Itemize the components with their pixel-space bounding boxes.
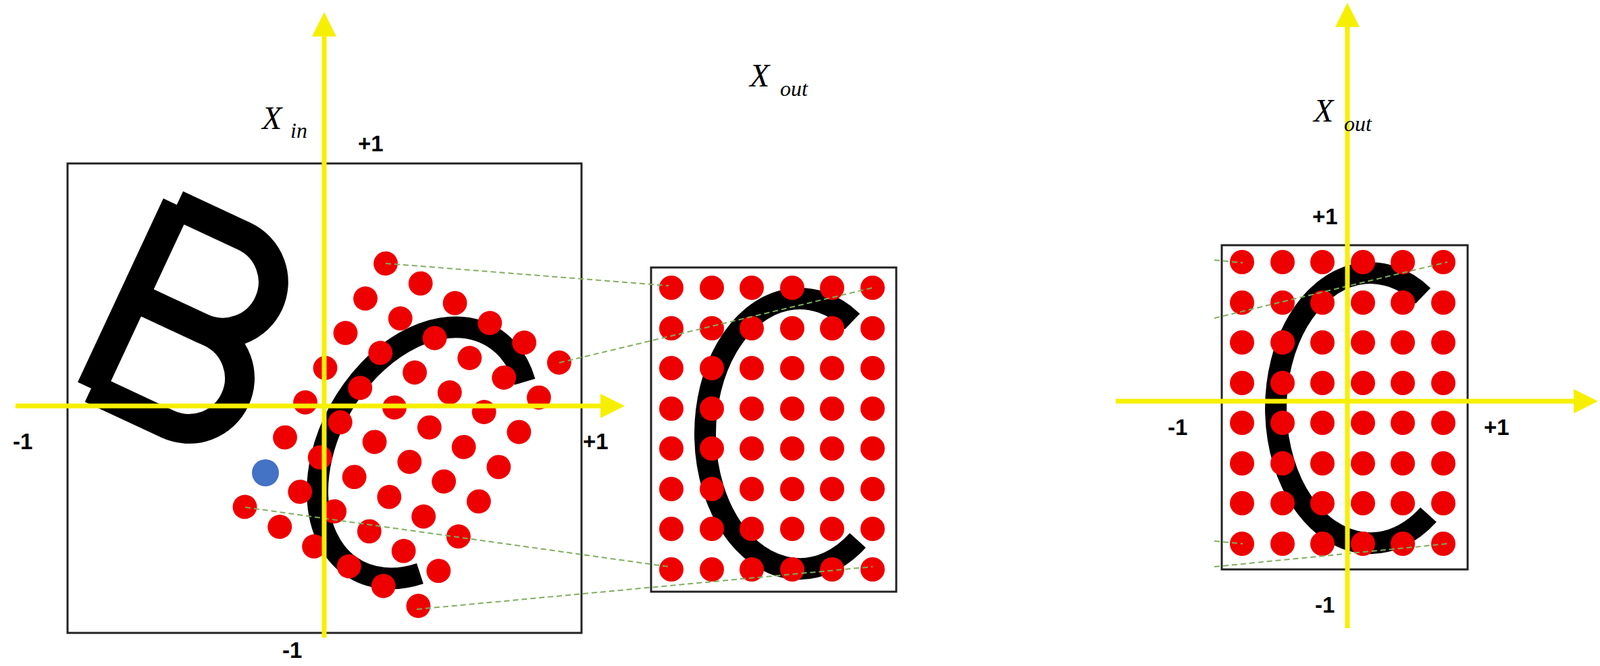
panel-subscript: in <box>290 119 308 142</box>
panel-title: X <box>749 59 770 92</box>
panel-subscript: out <box>780 77 808 100</box>
axis-tick-label: -1 <box>1167 416 1188 439</box>
axis-tick-label: +1 <box>1312 205 1338 228</box>
panel-title: X <box>262 101 282 135</box>
axis-tick-label: -1 <box>282 638 302 662</box>
axis-tick-label: +1 <box>357 132 384 155</box>
panel-subscript: out <box>1344 112 1372 135</box>
axis-tick-label: -1 <box>12 430 33 453</box>
axis-tick-label: +1 <box>1483 416 1510 439</box>
panel-title: X <box>1313 94 1334 127</box>
axis-tick-label: -1 <box>1314 593 1335 616</box>
axis-tick-label: +1 <box>582 430 609 453</box>
